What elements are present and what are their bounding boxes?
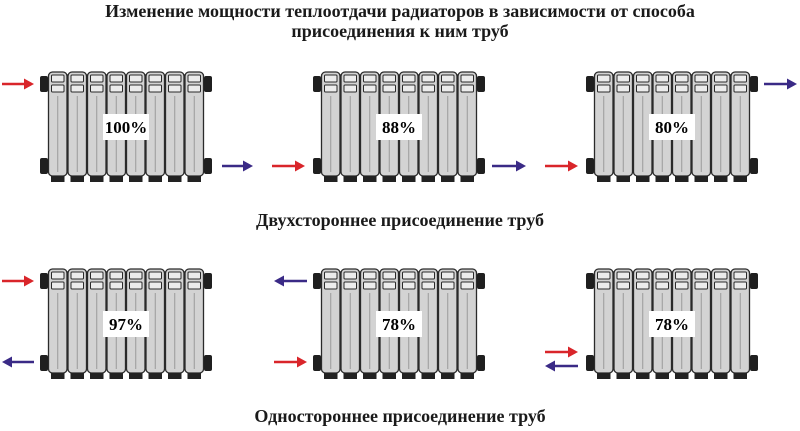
radiator-5: 78%: [313, 268, 485, 379]
radiator-percent-label: 100%: [105, 118, 148, 137]
supply-arrow: [545, 160, 578, 172]
two-sided-connection-caption: Двухстороннее присоединение труб: [256, 210, 544, 230]
radiator-percent-label: 88%: [382, 118, 416, 137]
figure-title-line-1: Изменение мощности теплоотдачи радиаторо…: [105, 1, 695, 21]
radiator-percent-label: 97%: [109, 315, 143, 334]
return-arrow: [274, 275, 307, 287]
supply-arrow: [2, 275, 34, 287]
supply-arrow: [272, 160, 305, 172]
figure-title-line-2: присоединения к ним труб: [291, 21, 509, 41]
radiator-1: 100%: [40, 71, 212, 182]
return-arrow: [222, 160, 253, 172]
one-sided-connection-caption: Одностороннее присоединение труб: [254, 406, 546, 426]
supply-arrow: [2, 78, 34, 90]
radiator-percent-label: 78%: [382, 315, 416, 334]
supply-arrow: [545, 346, 578, 358]
radiator-2: 88%: [313, 71, 485, 182]
radiator-4: 97%: [40, 268, 212, 379]
radiator-3: 80%: [586, 71, 758, 182]
return-arrow: [545, 360, 578, 372]
radiator-percent-label: 78%: [655, 315, 689, 334]
return-arrow: [492, 160, 526, 172]
radiator-6: 78%: [586, 268, 758, 379]
supply-arrow: [274, 356, 307, 368]
return-arrow: [2, 356, 34, 368]
radiator-percent-label: 80%: [655, 118, 689, 137]
return-arrow: [764, 78, 797, 90]
